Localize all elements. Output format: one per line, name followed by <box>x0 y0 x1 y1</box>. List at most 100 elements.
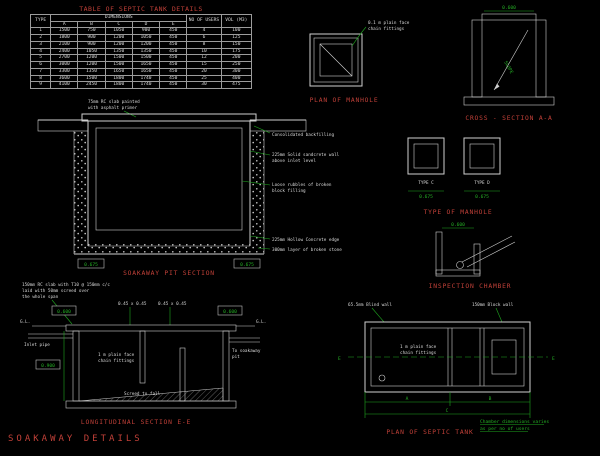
col-header-e: E <box>159 20 188 29</box>
cell-e: 450 <box>159 81 188 90</box>
ls-outlet-line2: pit <box>232 354 240 360</box>
cell-d: 1050 <box>131 34 161 42</box>
cell-b: 2450 <box>77 81 106 90</box>
longitudinal-section-drawing: 150mm RC slab with T10 @ 150mm c/c laid … <box>20 282 266 426</box>
septic-tank-plan-drawing: 65.5mm Blind wall 150mm Block wall E E 1… <box>338 302 555 436</box>
septic-table-section: TABLE OF SEPTIC TANK DETAILS TYPE DIMENS… <box>29 5 253 90</box>
cell-vol: 300 <box>220 67 253 76</box>
cell-users: 25 <box>186 74 222 83</box>
tank-plan-structure <box>348 321 548 393</box>
annotation-rubble-line2: block filling <box>272 188 306 194</box>
cell-c: 1200 <box>104 34 133 42</box>
cell-a: 4100 <box>50 81 79 90</box>
cell-users: 15 <box>186 61 222 69</box>
cell-d: 900 <box>131 27 161 36</box>
cell-vol: 200 <box>220 54 253 63</box>
cell-a: 2700 <box>50 54 79 63</box>
cell-d: 1350 <box>131 47 161 56</box>
manhole-note-line1: 0.1 m plain face <box>368 20 410 26</box>
cell-e: 450 <box>159 47 188 56</box>
inspection-chamber-drawing: 0.600 INSPECTION CHAMBER <box>429 222 516 290</box>
table-row: 8 3600 1500 1800 1740 450 25 400 <box>29 74 253 83</box>
sp-blind-wall-note: 65.5mm Blind wall <box>348 302 392 308</box>
cell-a: 2400 <box>50 47 79 56</box>
cell-c: 1800 <box>104 81 133 90</box>
table-row: 7 3300 1350 1650 1650 450 20 300 <box>29 67 253 76</box>
type-d-dim: 0.675 <box>475 194 489 200</box>
cell-e: 450 <box>159 67 188 76</box>
col-header-users: NO OF USERS <box>186 13 222 29</box>
table-row: 9 4100 2450 1800 1740 450 30 475 <box>29 81 253 90</box>
cell-b: 1500 <box>77 74 106 83</box>
table-row: 4 2400 1050 1350 1350 450 10 175 <box>29 47 253 56</box>
cell-vol: 125 <box>220 34 253 42</box>
cell-type: 9 <box>29 81 52 90</box>
sp-block-wall-note: 150mm Block wall <box>472 302 514 308</box>
manhole-type-c-square <box>407 137 445 175</box>
cell-e: 450 <box>159 54 188 63</box>
cell-vol: 150 <box>220 40 253 49</box>
drawing-title: SOAKAWAY DETAILS <box>8 434 143 444</box>
type-c-dim: 0.675 <box>419 194 433 200</box>
cell-e: 450 <box>159 74 188 83</box>
cell-a: 2100 <box>50 40 79 49</box>
baffle-wall-2 <box>179 347 186 402</box>
cell-type: 7 <box>29 67 52 76</box>
cell-type: 8 <box>29 74 52 83</box>
cell-c: 1500 <box>104 54 133 63</box>
ls-slab-note-line3: the whole span <box>22 294 59 300</box>
stone-fill-right <box>250 131 264 243</box>
pit-annotations: Consolidated backfilling 225mm Solid san… <box>241 125 342 253</box>
slope-label: SLOPE <box>502 60 514 75</box>
sp-center-note-line1: 1 m plain face <box>400 344 437 350</box>
annotation-rubble-line1: Loose rubbles of broken <box>272 182 332 188</box>
cell-e: 450 <box>159 40 188 49</box>
cell-users: 10 <box>186 47 222 56</box>
ls-dim-left: 0.600 <box>57 309 71 315</box>
pipe-outlet <box>456 261 464 269</box>
plan-dimensions <box>364 392 531 418</box>
stone-fill-left <box>74 131 88 243</box>
cell-d: 1650 <box>131 61 161 69</box>
col-header-d: D <box>131 20 161 29</box>
cell-e: 450 <box>159 61 188 69</box>
annotation-edge: 225mm Hollow Concrete edge <box>272 237 340 243</box>
cell-type: 3 <box>29 40 52 49</box>
ls-cover1: 0.45 x 0.45 <box>118 301 147 307</box>
cell-d: 1500 <box>131 54 161 63</box>
plan-of-septic-tank-label: PLAN OF SEPTIC TANK <box>386 429 473 436</box>
table-row: 6 3000 1200 1500 1650 450 15 250 <box>29 61 253 69</box>
table-row: 1 1500 750 1050 900 450 4 100 <box>29 27 253 36</box>
table-row: 3 2100 900 1200 1200 450 8 150 <box>29 40 253 49</box>
sp-users-note-line2: as per no of users <box>480 426 530 432</box>
cell-users: 12 <box>186 54 222 63</box>
septic-tank-table: TYPE DIMENSIONS NO OF USERS VOL (M3) A B… <box>29 13 253 90</box>
ls-inlet-label: Inlet pipe <box>24 342 50 348</box>
cell-b: 900 <box>77 40 106 49</box>
plan-of-manhole-label: PLAN OF MANHOLE <box>310 97 379 104</box>
sp-users-note-line1: Chamber dimensions varies <box>480 419 549 425</box>
col-header-a: A <box>50 20 79 29</box>
type-d-label: TYPE D <box>474 180 490 186</box>
inspection-chamber-walls <box>435 231 516 277</box>
sp-section-marker-right: E <box>552 356 555 362</box>
soakaway-pit-label: SOAKAWAY PIT SECTION <box>123 270 215 277</box>
cell-users: 4 <box>186 27 222 36</box>
slab-note-line1: 75mm RC slab painted <box>88 99 140 105</box>
screed-slope <box>78 387 224 402</box>
cell-b: 1200 <box>77 54 106 63</box>
cell-type: 1 <box>29 27 52 36</box>
cell-type: 2 <box>29 34 52 42</box>
col-header-vol: VOL (M3) <box>220 13 253 29</box>
cross-section-dim: 0.600 <box>502 5 516 11</box>
cell-a: 1800 <box>50 34 79 42</box>
cell-type: 6 <box>29 61 52 69</box>
pit-dim-right: 0.675 <box>240 262 254 268</box>
ls-cover2: 0.45 x 0.45 <box>158 301 187 307</box>
cross-section-label: CROSS - SECTION A-A <box>465 115 552 122</box>
inspection-chamber-label: INSPECTION CHAMBER <box>429 283 512 290</box>
cell-a: 3600 <box>50 74 79 83</box>
cell-d: 1650 <box>131 67 161 76</box>
soakaway-pit-drawing: 75mm RC slab painted with asphalt primer… <box>37 99 342 277</box>
